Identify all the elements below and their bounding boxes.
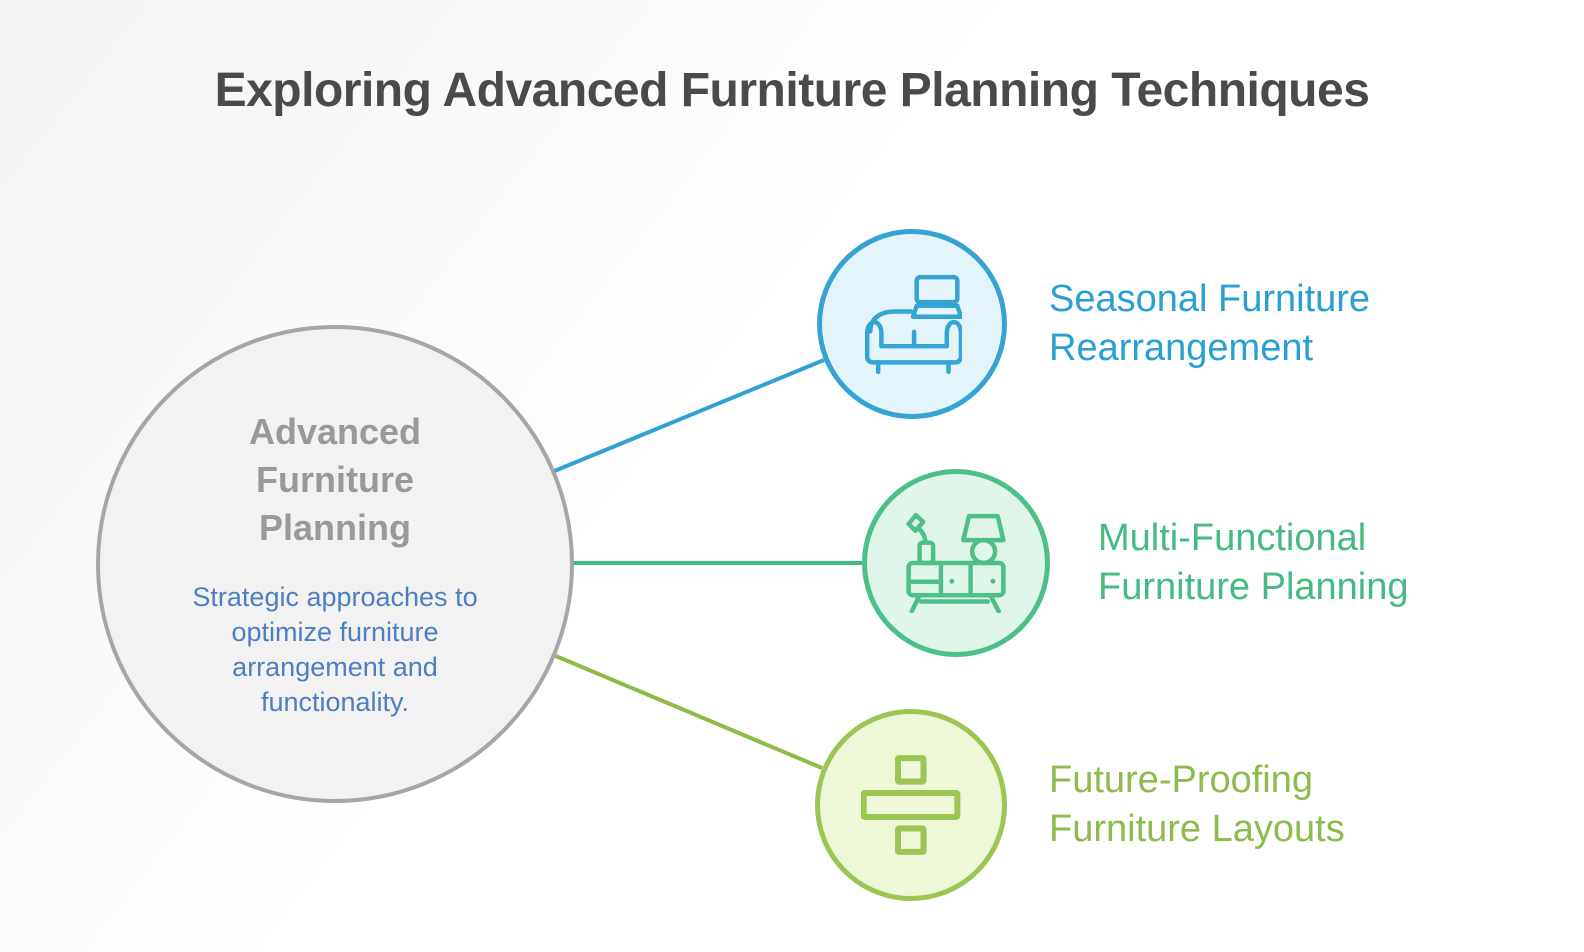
central-topic-description: Strategic approaches to optimize furnitu… (192, 582, 478, 717)
node-label-futureproofing: Future-Proofing Furniture Layouts (1049, 759, 1345, 850)
node-circle-multifunctional (862, 469, 1050, 657)
node-circle-futureproofing (815, 709, 1007, 901)
page-title: Exploring Advanced Furniture Planning Te… (214, 64, 1370, 117)
sofa-laptop-icon (864, 274, 962, 374)
central-topic-heading: Advanced Furniture Planning (248, 411, 422, 548)
division-icon (861, 755, 961, 855)
node-label-multifunctional: Multi-Functional Furniture Planning (1098, 517, 1409, 608)
central-topic-circle: Advanced Furniture Planning Strategic ap… (96, 325, 574, 803)
connector-line-futureproofing (550, 652, 823, 770)
node-label-seasonal: Seasonal Furniture Rearrangement (1049, 278, 1371, 369)
connector-line-seasonal (551, 358, 825, 474)
node-circle-seasonal (817, 229, 1007, 419)
console-lamps-icon (906, 513, 1006, 613)
